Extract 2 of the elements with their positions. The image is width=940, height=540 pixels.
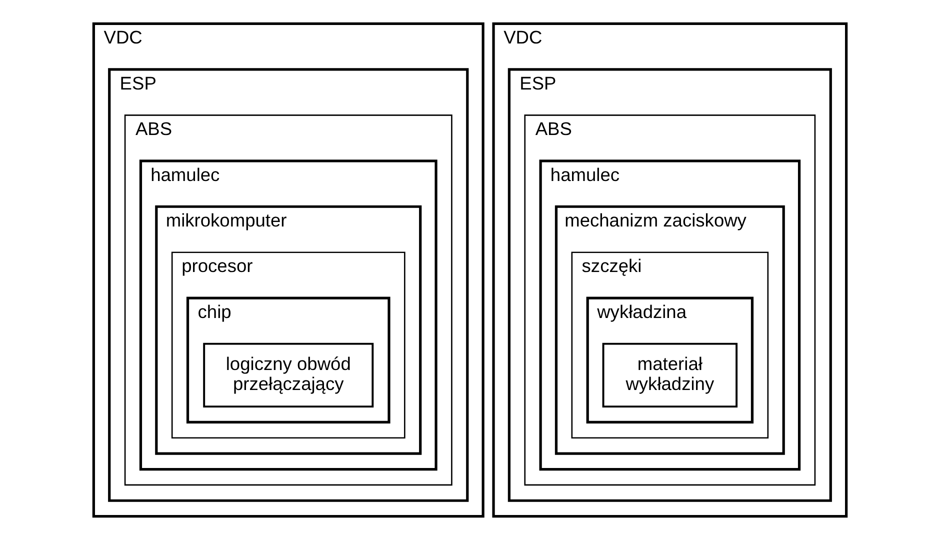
node-box: logiczny obwód przełączający — [203, 342, 374, 408]
node-box: materiał wykładziny — [602, 342, 738, 408]
